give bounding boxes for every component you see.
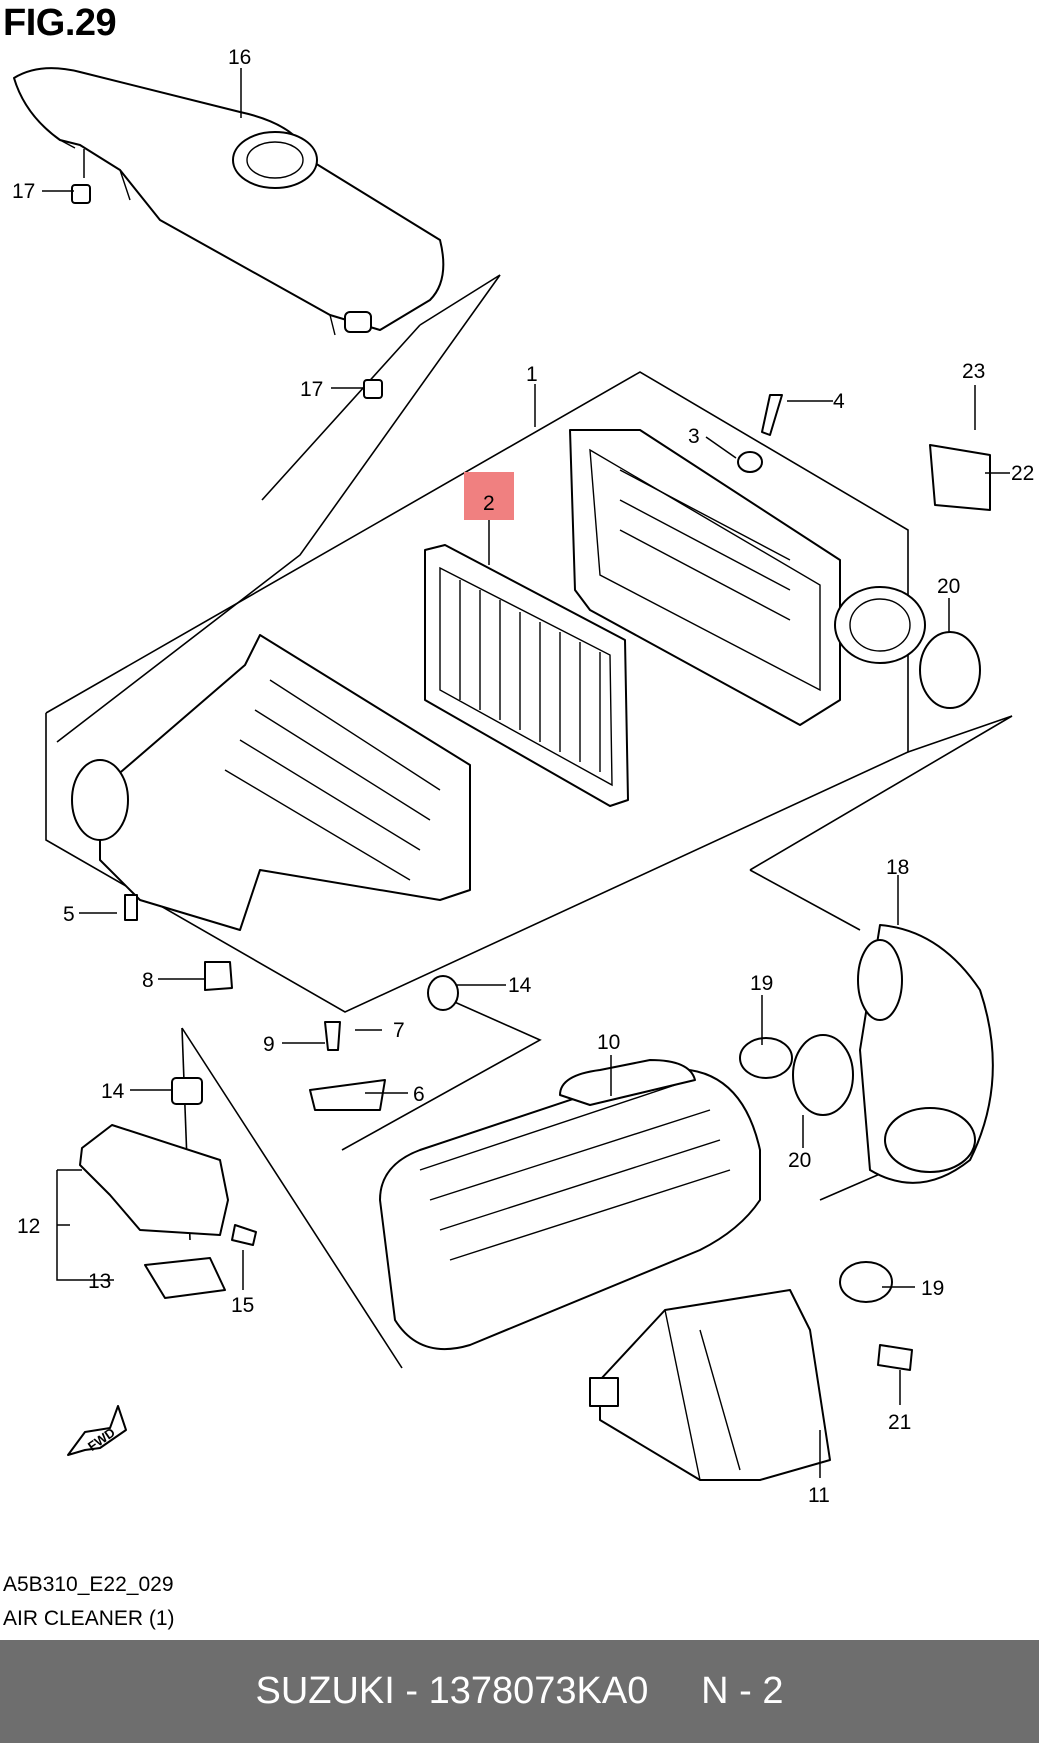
footer-separator: - — [405, 1670, 419, 1712]
callout-10: 10 — [597, 1031, 620, 1054]
callout-6: 6 — [413, 1083, 425, 1106]
callout-11: 11 — [808, 1484, 830, 1507]
callout-23: 23 — [962, 360, 985, 383]
figure-title: FIG.29 — [3, 2, 117, 44]
callout-14: 14 — [101, 1080, 125, 1103]
callout-9: 9 — [263, 1033, 275, 1056]
diagram-caption: AIR CLEANER (1) — [3, 1607, 175, 1630]
callout-21: 21 — [888, 1411, 911, 1434]
callout-20: 20 — [937, 575, 960, 598]
callout-5: 5 — [63, 903, 75, 926]
intake-hose-part — [857, 924, 994, 1184]
callout-1: 1 — [526, 363, 538, 386]
forward-direction-marker: FWD — [67, 1405, 127, 1456]
callout-4: 4 — [833, 390, 845, 413]
callout-17: 17 — [12, 180, 35, 203]
callout-3: 3 — [688, 425, 700, 448]
callout-8: 8 — [142, 969, 154, 992]
footer-bar: SUZUKI - 1378073KA0 N - 2 — [0, 1640, 1039, 1743]
callout-14: 14 — [508, 974, 532, 997]
diagram-code: A5B310_E22_029 — [3, 1573, 174, 1596]
callout-7: 7 — [393, 1019, 405, 1042]
exploded-parts-diagram: FWD 16 17 17 — [12, 46, 1034, 1507]
footer-brand: SUZUKI — [255, 1670, 395, 1712]
callout-22: 22 — [1011, 462, 1034, 485]
callout-16: 16 — [228, 46, 251, 69]
callout-20: 20 — [788, 1149, 811, 1172]
filter-element-part — [424, 544, 629, 807]
upper-housing-part — [569, 429, 926, 726]
callout-12: 12 — [17, 1215, 40, 1238]
intake-duct-part — [13, 67, 445, 336]
callout-labels: 16 17 17 1 2 3 4 23 22 20 18 5 8 14 9 7 … — [12, 46, 1034, 1507]
highlight-part-2 — [464, 472, 514, 520]
callout-17: 17 — [300, 378, 323, 401]
leader-lines — [42, 68, 1010, 1478]
fasteners — [71, 184, 991, 1371]
bracket-part — [79, 1077, 229, 1299]
resonator-part — [589, 1289, 831, 1481]
footer-position: N - 2 — [701, 1670, 784, 1712]
hose-clamps — [739, 631, 981, 1303]
callout-18: 18 — [886, 856, 909, 879]
callout-19: 19 — [750, 972, 773, 995]
footer-part-number: 1378073KA0 — [428, 1670, 649, 1712]
callout-13: 13 — [88, 1270, 111, 1293]
lower-housing-left-part — [71, 634, 471, 931]
lower-case-part — [379, 1059, 761, 1351]
callout-15: 15 — [231, 1294, 254, 1317]
callout-19: 19 — [921, 1277, 944, 1300]
callout-2: 2 — [483, 492, 495, 515]
